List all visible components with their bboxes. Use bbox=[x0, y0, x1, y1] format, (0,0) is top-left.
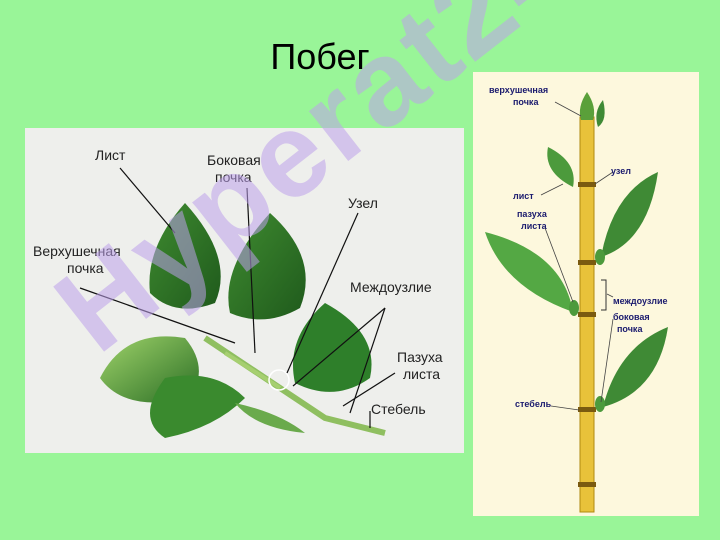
leaf-small-top bbox=[596, 100, 605, 127]
shoot-photo-illustration: Лист Боковая почка Узел Верхушечная почк… bbox=[33, 147, 443, 438]
label-r-apical-bud-2: почка bbox=[513, 97, 539, 107]
page-title: Побег bbox=[270, 36, 370, 77]
label-lateral-bud-1: Боковая bbox=[207, 152, 261, 168]
label-axil-1: Пазуха bbox=[397, 349, 443, 365]
label-r-node: узел bbox=[611, 166, 631, 176]
leaf-right bbox=[293, 303, 372, 392]
leaf-small bbox=[235, 403, 305, 433]
leaf-lower-mid bbox=[150, 375, 245, 438]
label-axil-2: листа bbox=[403, 366, 440, 382]
label-r-stem: стебель bbox=[515, 399, 552, 409]
leaf-upper-right bbox=[228, 213, 306, 320]
node-marker bbox=[268, 369, 290, 391]
leaf-upper-left bbox=[149, 203, 221, 309]
label-leaf: Лист bbox=[95, 147, 126, 163]
label-apical-bud-2: почка bbox=[67, 260, 104, 276]
leaf-lower-right-diagram bbox=[603, 327, 668, 407]
shoot-diagram-panel: верхушечная почка узел лист пазуха листа… bbox=[473, 72, 699, 516]
label-stem: Стебель bbox=[371, 401, 426, 417]
label-apical-bud-1: Верхушечная bbox=[33, 243, 121, 259]
shoot-photo-panel: Лист Боковая почка Узел Верхушечная почк… bbox=[25, 128, 464, 453]
label-r-lateral-bud-2: почка bbox=[617, 324, 643, 334]
label-r-lateral-bud-1: боковая bbox=[613, 312, 650, 322]
leaf-upper-left-diagram bbox=[547, 147, 574, 187]
label-node: Узел bbox=[348, 195, 378, 211]
label-r-internode: междоузлие bbox=[613, 296, 668, 306]
leaf-mid-left-diagram bbox=[485, 232, 573, 312]
leaf-upper-right-diagram bbox=[601, 172, 658, 257]
label-r-leaf: лист bbox=[513, 191, 534, 201]
label-r-axil-2: листа bbox=[521, 221, 548, 231]
label-r-apical-bud-1: верхушечная bbox=[489, 85, 548, 95]
shoot-diagram-illustration: верхушечная почка узел лист пазуха листа… bbox=[485, 85, 668, 513]
apical-bud-shape bbox=[579, 92, 595, 120]
label-lateral-bud-2: почка bbox=[215, 169, 252, 185]
label-internode: Междоузлие bbox=[350, 279, 432, 295]
label-r-axil-1: пазуха bbox=[517, 209, 548, 219]
